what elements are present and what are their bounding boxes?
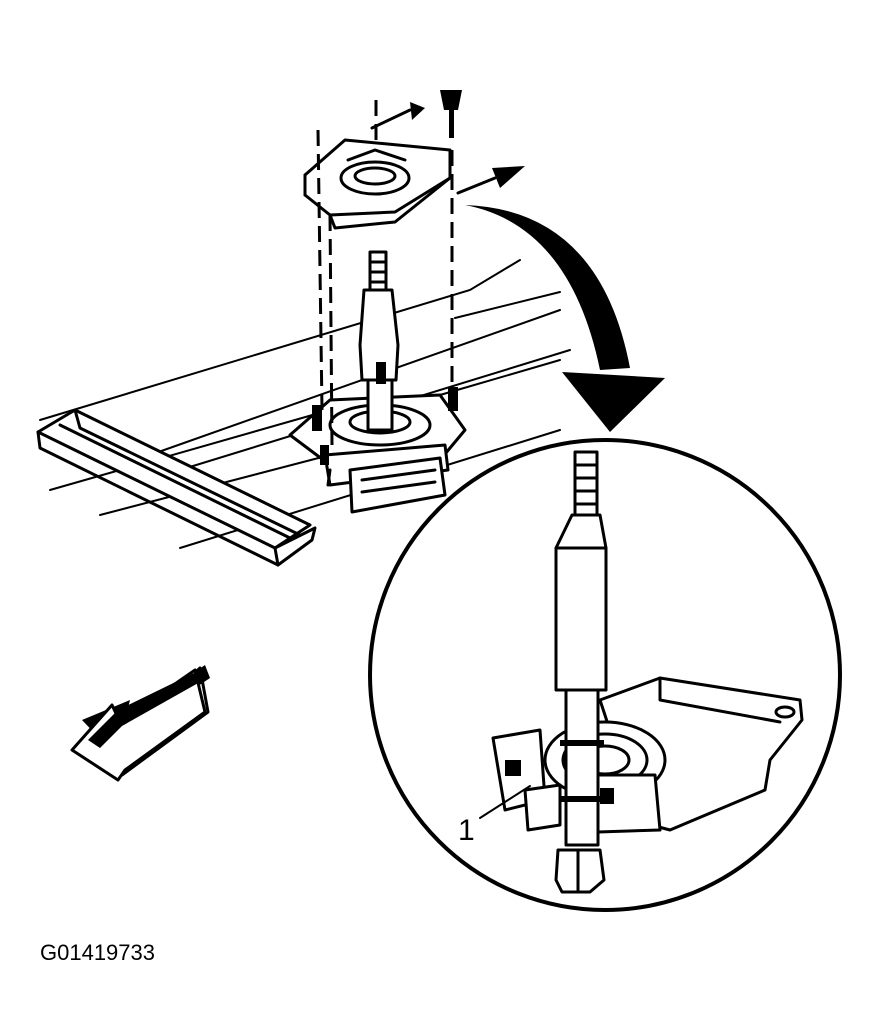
support-channel <box>36 408 317 567</box>
alignment-lines <box>316 100 454 446</box>
mounting-plate <box>303 90 462 230</box>
direction-indicators <box>370 102 525 195</box>
callout-label-1: 1 <box>458 814 475 847</box>
antenna-mast <box>358 250 400 432</box>
front-direction-arrow-icon <box>70 665 210 782</box>
callout-leader <box>479 785 531 819</box>
antenna-base-mount <box>288 387 467 514</box>
figure-id: G01419733 <box>40 940 155 965</box>
detail-antenna <box>491 450 804 894</box>
detail-view-arrow-icon <box>465 205 665 432</box>
